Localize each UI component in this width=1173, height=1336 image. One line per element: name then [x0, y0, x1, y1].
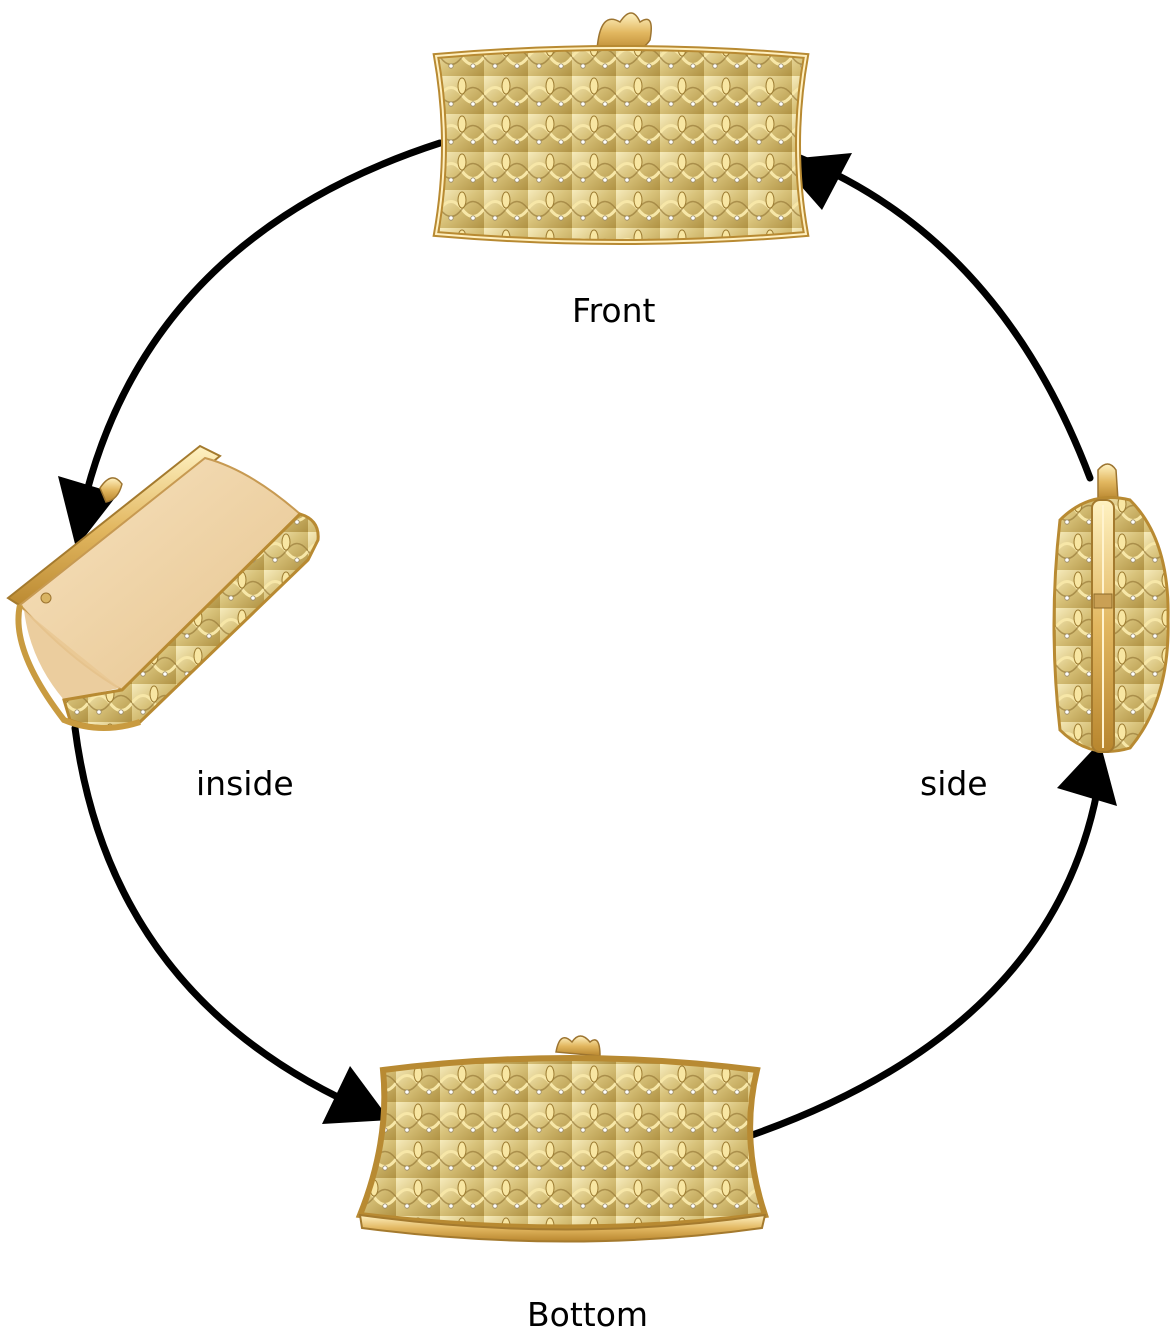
- rotation-arrows: [71, 139, 1101, 1139]
- arrowhead-bottom: [322, 1066, 390, 1124]
- clutch-bottom-image: [355, 1035, 769, 1243]
- label-inside: inside: [196, 764, 294, 803]
- arrowhead-side: [1057, 742, 1117, 806]
- clutch-side-image: [1052, 463, 1170, 753]
- clutch-inside-image: [6, 444, 320, 732]
- arc-inside-to-bottom: [71, 724, 374, 1116]
- arc-bottom-to-side: [748, 788, 1101, 1139]
- label-front: Front: [572, 291, 656, 330]
- arc-front-to-inside: [76, 139, 444, 524]
- arc-side-to-front: [796, 154, 1094, 482]
- arrowheads: [58, 153, 1117, 1124]
- label-bottom: Bottom: [527, 1295, 649, 1334]
- label-side: side: [920, 764, 988, 803]
- clutch-front-image: [432, 12, 810, 245]
